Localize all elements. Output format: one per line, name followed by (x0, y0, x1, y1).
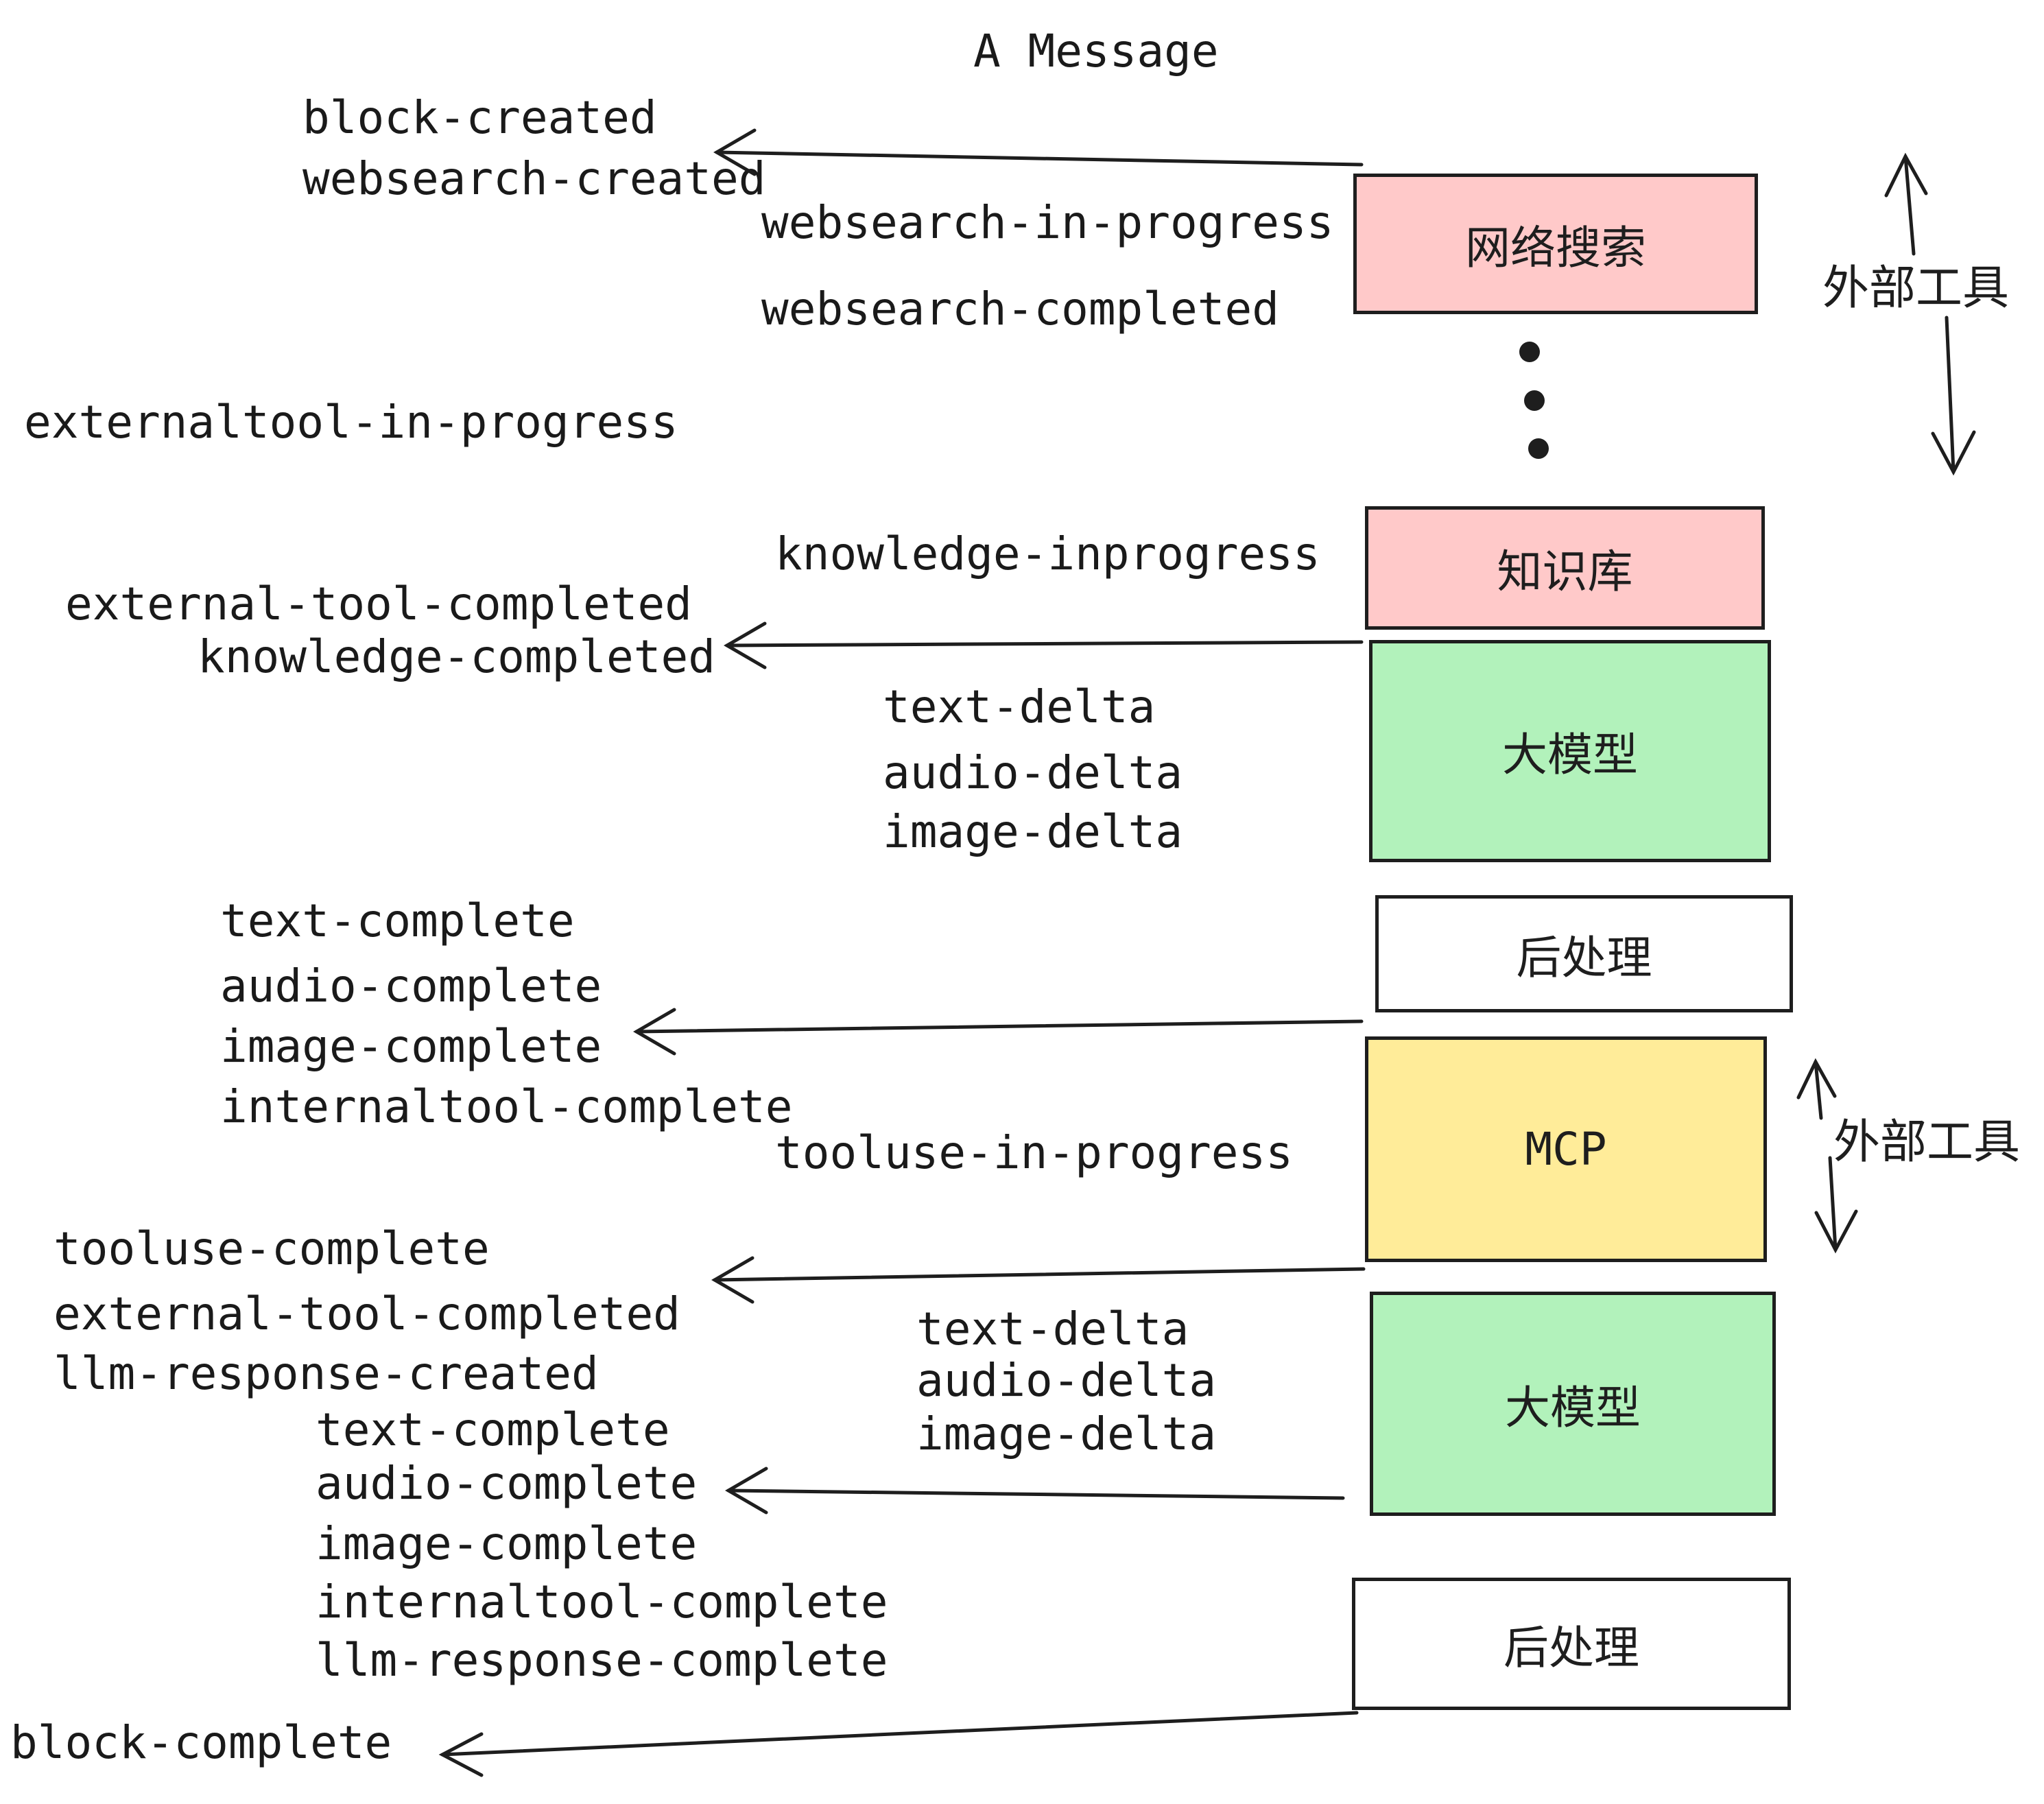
node-post-1-label: 后处理 (1516, 931, 1652, 984)
event-audio-complete-1: audio-complete (220, 960, 602, 1012)
node-post-1: 后处理 (1375, 895, 1793, 1012)
node-websearch: 网络搜索 (1353, 174, 1758, 314)
event-internaltool-complete-1: internaltool-complete (220, 1080, 793, 1133)
event-external-tool-completed: external-tool-completed (65, 578, 692, 630)
event-knowledge-completed: knowledge-completed (198, 630, 715, 683)
event-websearch-in-progress: websearch-in-progress (761, 196, 1334, 249)
arrow-block-complete (438, 1711, 1359, 1777)
event-audio-complete-2: audio-complete (316, 1457, 698, 1510)
event-externaltool-in-progress: externaltool-in-progress (24, 396, 678, 449)
event-audio-delta-2: audio-delta (916, 1354, 1217, 1407)
event-llm-response-created: llm-response-created (54, 1347, 599, 1400)
node-knowledge-label: 知识库 (1497, 545, 1633, 598)
event-block-complete: block-complete (10, 1716, 392, 1769)
arrow-external-tools-up-2 (1796, 1058, 1837, 1120)
event-block-created: block-created (302, 91, 657, 144)
node-knowledge: 知识库 (1365, 506, 1765, 630)
arrow-websearch-created (713, 128, 1364, 176)
event-text-delta-2: text-delta (916, 1303, 1189, 1355)
event-image-complete-1: image-complete (220, 1020, 602, 1073)
node-llm-1-label: 大模型 (1502, 728, 1638, 781)
node-post-2: 后处理 (1352, 1578, 1791, 1710)
arrow-external-tools-down-2 (1814, 1156, 1858, 1254)
event-image-delta-1: image-delta (883, 805, 1183, 858)
event-image-delta-2: image-delta (916, 1408, 1217, 1460)
node-websearch-label: 网络搜索 (1465, 221, 1646, 274)
arrow-external-tools-down-1 (1931, 316, 1976, 476)
node-mcp: MCP (1365, 1036, 1767, 1262)
event-text-complete-2: text-complete (316, 1403, 670, 1456)
event-image-complete-2: image-complete (316, 1517, 698, 1570)
event-llm-response-complete: llm-response-complete (316, 1634, 888, 1687)
event-tooluse-complete: tooluse-complete (54, 1222, 490, 1275)
event-tooluse-in-progress: tooluse-in-progress (775, 1126, 1293, 1179)
event-websearch-completed: websearch-completed (761, 283, 1279, 335)
external-tools-label-2: 外部工具 (1833, 1115, 2021, 1170)
event-websearch-created: websearch-created (302, 152, 766, 205)
node-mcp-label: MCP (1525, 1123, 1607, 1176)
arrow-tooluse-complete (711, 1256, 1366, 1304)
node-llm-2: 大模型 (1370, 1292, 1776, 1516)
event-internaltool-complete-2: internaltool-complete (316, 1576, 888, 1628)
arrow-external-tools-up-1 (1884, 152, 1928, 256)
node-post-2-label: 后处理 (1504, 1621, 1639, 1674)
arrow-image-complete (633, 1008, 1364, 1056)
vertical-ellipsis-icon (1519, 342, 1549, 459)
arrow-knowledge-completed (724, 621, 1364, 669)
arrow-audio-complete (725, 1467, 1345, 1515)
event-external-tool-completed-2: external-tool-completed (54, 1287, 680, 1340)
node-llm-2-label: 大模型 (1505, 1381, 1641, 1434)
node-llm-1: 大模型 (1369, 640, 1771, 862)
event-text-delta-1: text-delta (883, 680, 1156, 733)
external-tools-label-1: 外部工具 (1822, 261, 2010, 316)
event-text-complete-1: text-complete (220, 894, 575, 947)
event-audio-delta-1: audio-delta (883, 746, 1183, 799)
event-knowledge-inprogress: knowledge-inprogress (775, 527, 1320, 580)
diagram-title: A Message (973, 25, 1219, 78)
